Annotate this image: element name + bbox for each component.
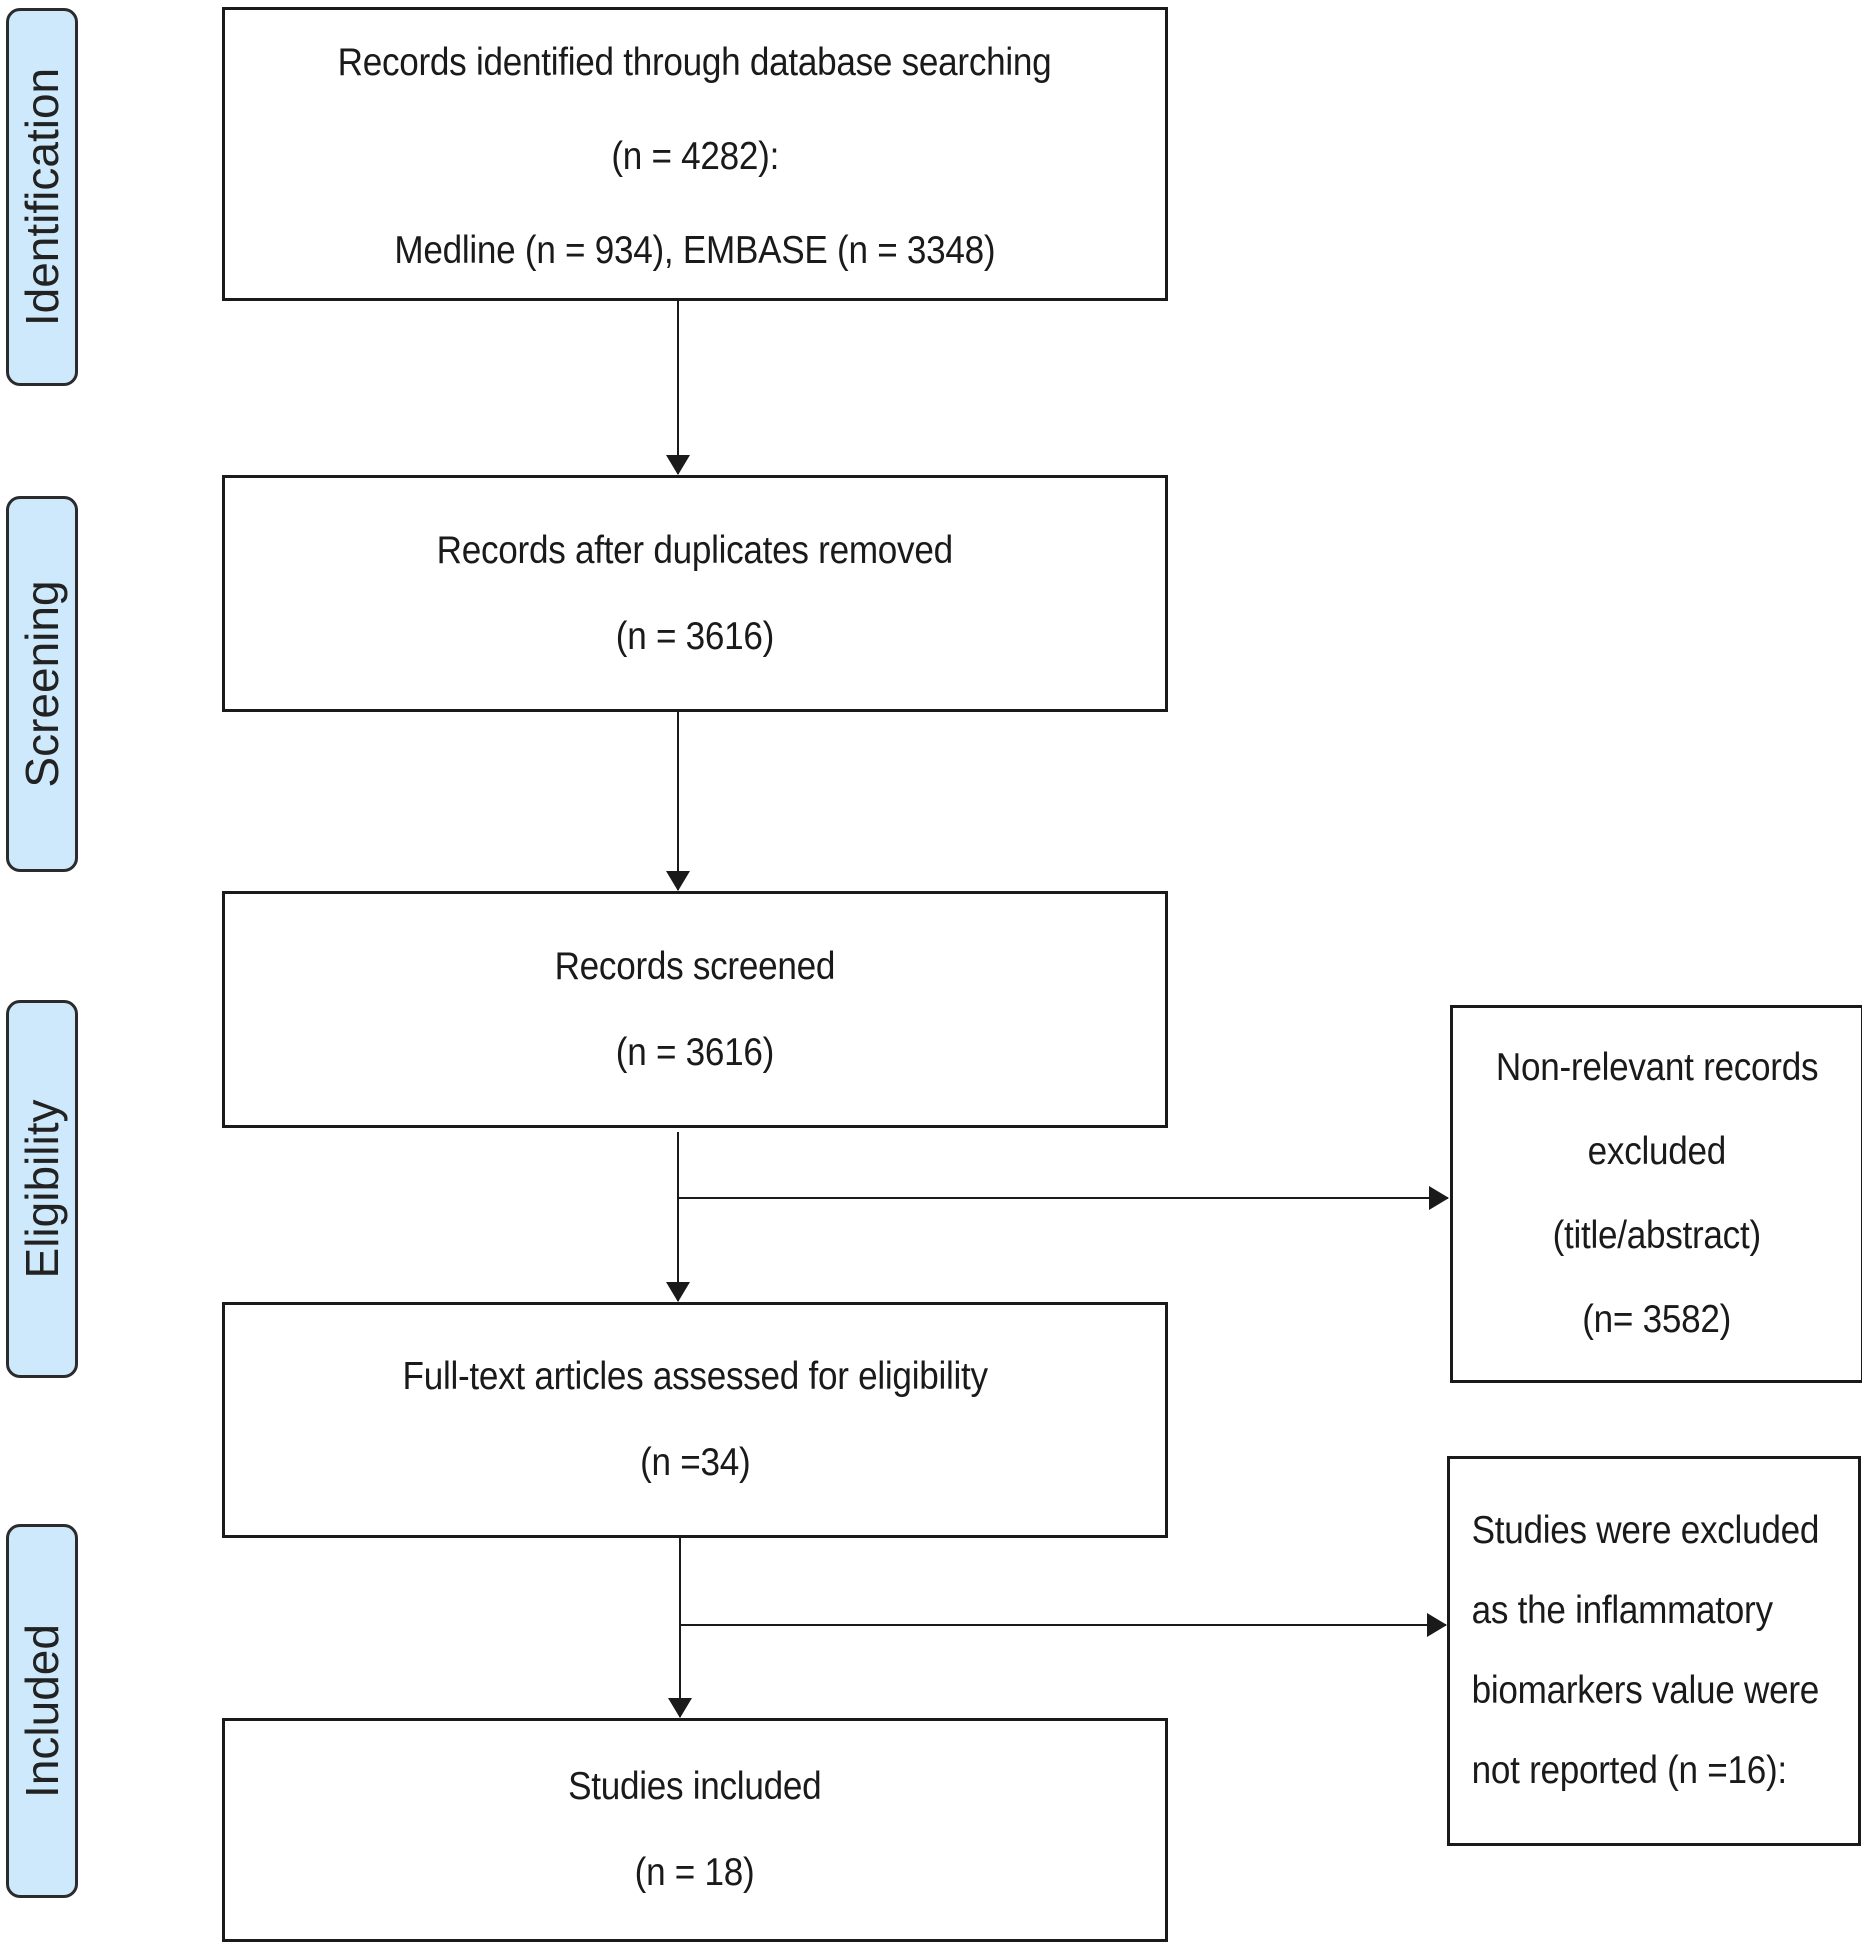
studies-included-title: Studies included	[568, 1765, 822, 1808]
duplicates-removed-title: Records after duplicates removed	[436, 528, 954, 572]
non-relevant-count: (n= 3582)	[1582, 1298, 1732, 1341]
studies-excluded-line-1: Studies were excluded	[1471, 1509, 1820, 1552]
studies-excluded-box: Studies were excluded as the inflammator…	[1447, 1456, 1861, 1846]
records-screened-count: (n = 3616)	[615, 1030, 775, 1074]
records-identified-sources: Medline (n = 934), EMBASE (n = 3348)	[394, 229, 996, 272]
phase-label-identification: Identification	[6, 8, 78, 386]
studies-excluded-count: not reported (n =16):	[1471, 1749, 1788, 1792]
non-relevant-line-2: excluded	[1587, 1130, 1727, 1173]
non-relevant-line-3: (title/abstract)	[1552, 1214, 1762, 1257]
phase-label-eligibility: Eligibility	[6, 1000, 78, 1378]
duplicates-removed-box: Records after duplicates removed (n = 36…	[222, 475, 1168, 712]
full-text-assessed-box: Full-text articles assessed for eligibil…	[222, 1302, 1168, 1538]
records-screened-title: Records screened	[554, 944, 836, 988]
phase-label-screening: Screening	[6, 496, 78, 872]
non-relevant-line-1: Non-relevant records	[1495, 1046, 1819, 1089]
studies-excluded-line-2: as the inflammatory	[1471, 1589, 1773, 1632]
records-identified-box: Records identified through database sear…	[222, 7, 1168, 301]
records-screened-box: Records screened (n = 3616)	[222, 891, 1168, 1128]
duplicates-removed-count: (n = 3616)	[615, 614, 775, 658]
records-identified-title: Records identified through database sear…	[338, 41, 1052, 84]
records-identified-count: (n = 4282):	[611, 135, 779, 178]
full-text-assessed-title: Full-text articles assessed for eligibil…	[402, 1355, 988, 1398]
studies-excluded-line-3: biomarkers value were	[1471, 1669, 1820, 1712]
full-text-assessed-count: (n =34)	[639, 1441, 751, 1484]
studies-included-count: (n = 18)	[635, 1851, 755, 1894]
non-relevant-excluded-box: Non-relevant records excluded (title/abs…	[1450, 1005, 1862, 1383]
phase-label-included: Included	[6, 1524, 78, 1898]
studies-included-box: Studies included (n = 18)	[222, 1718, 1168, 1942]
